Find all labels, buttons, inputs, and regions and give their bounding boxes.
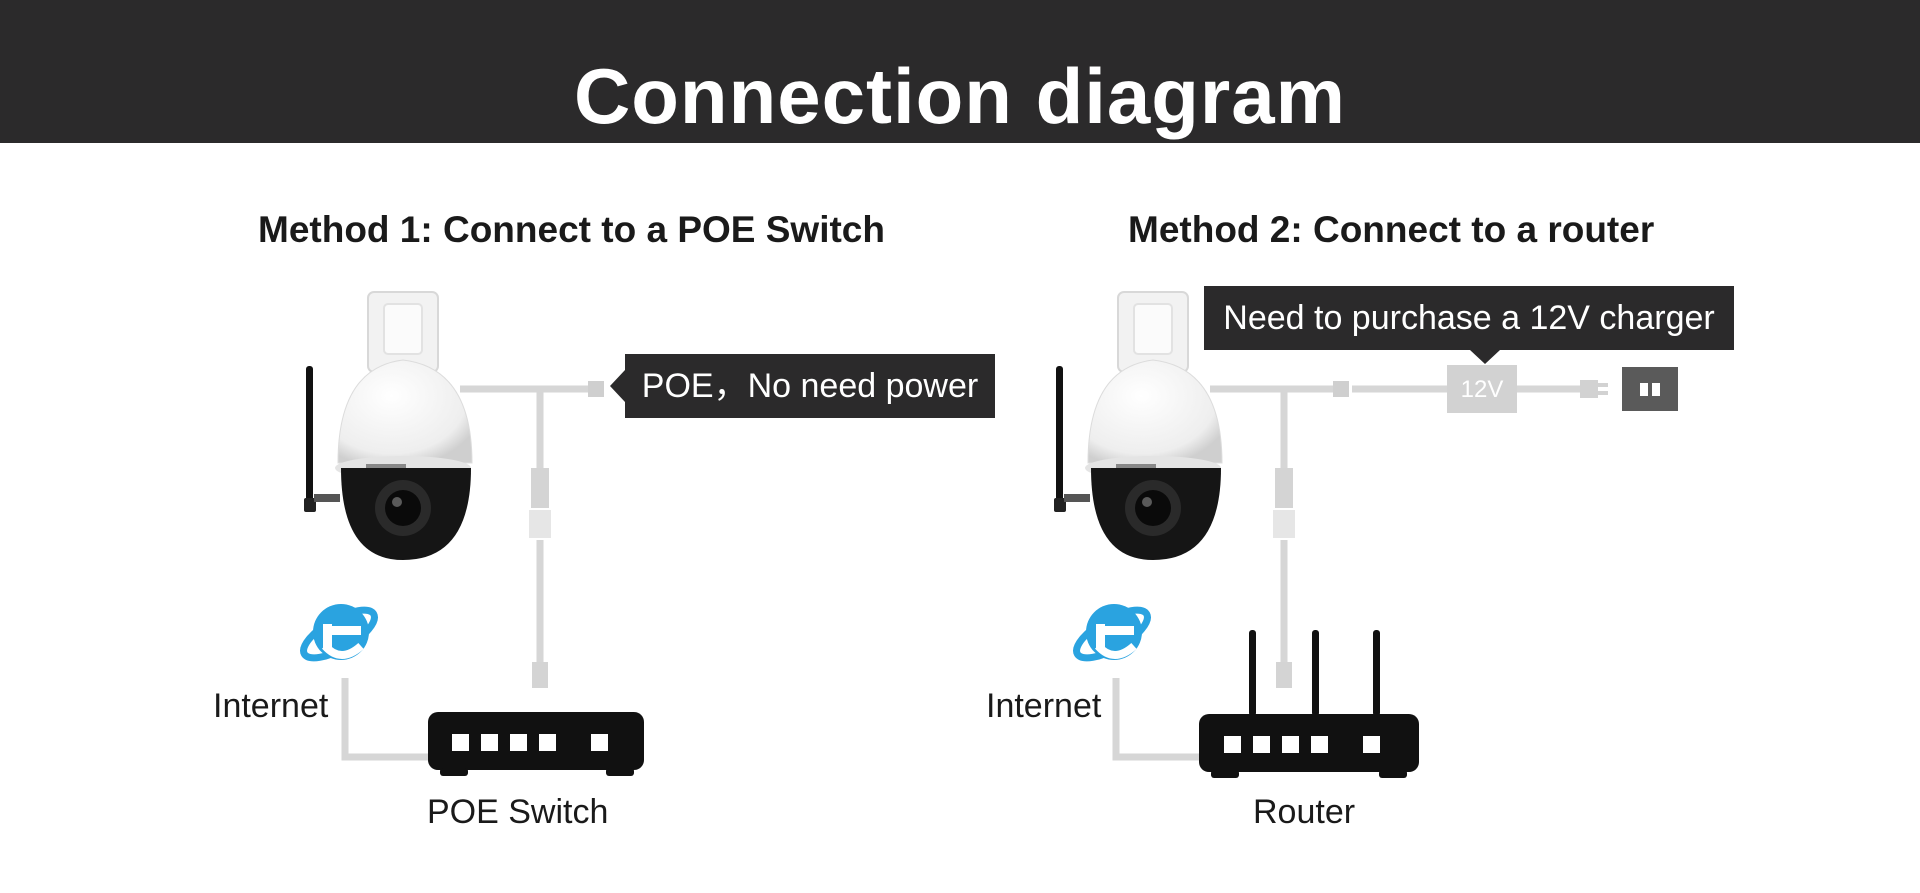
method2-camera [1053, 291, 1223, 561]
charger-callout: Need to purchase a 12V charger [1204, 286, 1734, 350]
poe-cable-connector [588, 381, 604, 397]
rj45-plug-icon [1273, 468, 1295, 688]
method2-title: Method 2: Connect to a router [1128, 209, 1655, 250]
internet-icon [1070, 601, 1154, 667]
page-title: Connection diagram [573, 52, 1347, 140]
poe-switch-icon [428, 712, 644, 776]
method1-cables [341, 385, 595, 761]
method2-cables [1112, 385, 1580, 761]
callout-pointer [1470, 350, 1500, 364]
header-bar [0, 0, 1920, 143]
method1-title: Method 1: Connect to a POE Switch [258, 209, 885, 250]
router-icon [1199, 630, 1419, 778]
power-plug-icon [1580, 380, 1608, 398]
callout-pointer [610, 370, 625, 402]
router-label: Router [1253, 793, 1356, 831]
method1-camera [303, 291, 473, 561]
power-outlet-icon [1622, 367, 1678, 411]
internet-label: Internet [213, 687, 329, 725]
adapter-voltage-label: 12V [1460, 376, 1504, 403]
poe-callout: POE，No need power [625, 354, 995, 418]
poe-switch-label: POE Switch [427, 793, 609, 831]
power-adapter-icon [1447, 365, 1517, 413]
rj45-plug-icon [529, 468, 551, 688]
internet-icon [297, 601, 381, 667]
internet-label: Internet [986, 687, 1102, 725]
dc-connector [1333, 381, 1349, 397]
